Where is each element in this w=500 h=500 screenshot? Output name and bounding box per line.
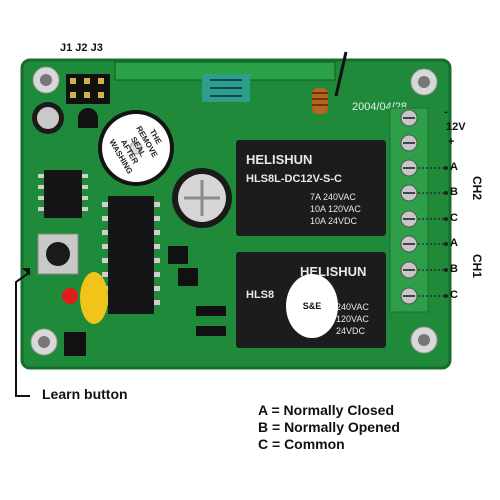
- sticker-text: S&E: [303, 301, 322, 311]
- relay-model: HLS8: [246, 289, 274, 301]
- relay-ch2: HELISHUN HLS8L-DC12V-S-C 7A 240VAC 10A 1…: [236, 140, 386, 236]
- learn-button-leader: [15, 271, 31, 397]
- terminal-block: [389, 107, 429, 313]
- relay-rating: 10A 120VAC: [310, 204, 361, 214]
- relay-rating: 7A 240VAC: [310, 192, 356, 202]
- electrolytic-capacitor: [172, 168, 232, 228]
- terminal-label: B: [450, 263, 458, 275]
- terminal-label: A: [450, 161, 458, 173]
- relay-sticker: [286, 274, 338, 338]
- relay-rating: 240VAC: [336, 302, 369, 312]
- learn-button-label: Learn button: [42, 386, 128, 402]
- power-minus-label: -: [444, 106, 448, 118]
- terminal-leaders: [418, 167, 444, 297]
- relay-rating: 120VAC: [336, 314, 369, 324]
- eeprom-chip: [38, 170, 88, 218]
- relay-model: HLS8L-DC12V-S-C: [246, 173, 342, 185]
- ceramic-capacitor: [80, 272, 108, 324]
- legend-item: C = Common: [258, 436, 345, 452]
- relay-rating: 10A 24VDC: [310, 216, 358, 226]
- legend-item: B = Normally Opened: [258, 419, 400, 435]
- jumper-label: J1 J2 J3: [60, 42, 103, 54]
- power-plus-label: +: [448, 136, 455, 148]
- terminal-label: C: [450, 289, 458, 301]
- decoder-chip: [102, 196, 160, 314]
- buzzer: THE REMOVE SEAL AFTER WASHING: [98, 110, 174, 186]
- terminal-label: A: [450, 237, 458, 249]
- mounting-holes: [30, 66, 438, 356]
- small-capacitor: [32, 102, 64, 134]
- learn-button-component[interactable]: [37, 233, 79, 275]
- relay-brand: HELISHUN: [246, 152, 312, 167]
- terminal-legend: A = Normally Closed B = Normally Opened …: [258, 402, 400, 453]
- terminal-label: B: [450, 186, 458, 198]
- relay-ch1: HELISHUN HLS8 240VAC 120VAC 24VDC S&E: [236, 252, 386, 348]
- terminal-label: C: [450, 212, 458, 224]
- antenna-wire: [334, 51, 348, 97]
- channel-2-label: CH2: [470, 176, 484, 201]
- legend-item: A = Normally Closed: [258, 402, 395, 418]
- relay-rating: 24VDC: [336, 326, 366, 336]
- led: [62, 288, 78, 304]
- channel-1-label: CH1: [470, 254, 484, 279]
- jumper-header: [66, 74, 110, 104]
- power-voltage-label: 12V: [446, 121, 466, 133]
- inductor-coil: [312, 88, 328, 114]
